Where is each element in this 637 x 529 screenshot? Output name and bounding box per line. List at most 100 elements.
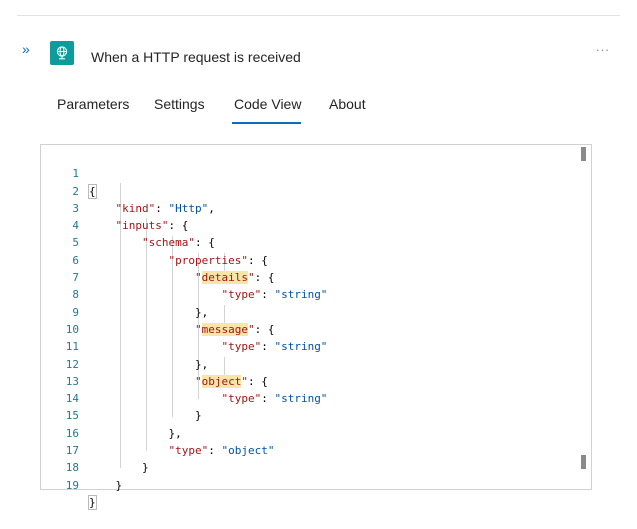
token-brace: } (194, 409, 202, 423)
top-divider (17, 15, 620, 16)
code-text: "properties": { (168, 253, 268, 267)
code-line: 1 { (41, 148, 577, 199)
code-text: "kind": "Http", (115, 201, 215, 215)
indent-guide (146, 218, 147, 451)
code-line: 8 }, (41, 269, 577, 318)
token-value: "object" (221, 444, 275, 458)
code-text: } (88, 494, 97, 511)
tab-code-view[interactable]: Code View (234, 96, 302, 112)
tab-about[interactable]: About (329, 96, 366, 112)
expand-collapse-icon[interactable]: » (22, 41, 30, 57)
token-key: "type" (221, 288, 262, 302)
code-text: { (88, 183, 97, 200)
code-line: 5 "properties": { (41, 217, 577, 266)
indent-guide (224, 305, 225, 323)
token-key-highlighted: message (201, 322, 248, 336)
token-value: "string" (274, 340, 328, 354)
globe-request-icon (56, 46, 68, 60)
token-key: "type" (168, 444, 209, 458)
code-line: 13 "type": "string" (41, 356, 577, 405)
indent-guide (120, 183, 121, 468)
code-line: 15 }, (41, 390, 577, 439)
active-tab-indicator (232, 122, 301, 124)
code-line: 9 "message": { (41, 286, 577, 336)
line-number: 7 (72, 271, 79, 285)
token-value: "string" (274, 288, 328, 302)
code-line: 7 "type": "string" (41, 252, 577, 301)
token-key: "inputs" (115, 219, 169, 233)
code-text: "type": "string" (221, 288, 328, 302)
code-text: "type": "string" (221, 392, 328, 406)
code-line: 11 }, (41, 321, 577, 370)
more-options-icon[interactable]: ... (596, 39, 610, 54)
line-number: 6 (72, 253, 79, 267)
line-number: 17 (65, 444, 79, 458)
token-brace: } (115, 478, 123, 492)
code-text: } (89, 459, 149, 476)
line-number: 15 (65, 409, 79, 423)
line-number: 9 (72, 305, 79, 319)
token-key: "type" (221, 392, 262, 406)
code-text: "schema": { (141, 236, 215, 250)
token-brace: }, (168, 426, 182, 440)
line-number: 2 (72, 184, 79, 198)
code-text: "type": "string" (221, 340, 328, 354)
code-line: 18 } (41, 442, 577, 491)
code-line: 2 "kind": "Http", (41, 165, 577, 215)
line-number: 4 (72, 219, 79, 233)
http-trigger-icon (50, 41, 74, 65)
token-key: "properties" (168, 253, 248, 267)
code-text: }, (89, 425, 182, 442)
line-number: 11 (65, 340, 79, 354)
code-text: }, (89, 356, 208, 373)
line-number: 18 (65, 461, 79, 475)
token-brace: } (141, 461, 149, 475)
code-line: 3 "inputs": { (41, 183, 577, 232)
indent-guide (198, 253, 199, 399)
trigger-title[interactable]: When a HTTP request is received (91, 49, 301, 65)
code-line: 17 } (41, 425, 577, 474)
line-number: 8 (72, 288, 79, 302)
code-text: "inputs": { (115, 219, 189, 233)
token-brace: }, (194, 305, 209, 319)
code-text: "details": { (194, 271, 275, 285)
line-number: 5 (72, 236, 79, 250)
tab-parameters[interactable]: Parameters (57, 96, 130, 112)
code-line: 6 "details": { (41, 234, 577, 285)
token-key-highlighted: details (201, 271, 248, 285)
code-text: } (89, 477, 123, 494)
token-value: "string" (274, 392, 328, 406)
line-number: 13 (65, 374, 79, 388)
indent-guide (224, 357, 225, 375)
vertical-scrollbar[interactable] (577, 146, 588, 486)
token-brace: }, (194, 357, 209, 371)
token-value: "Http" (168, 201, 209, 215)
code-line: 19 } (41, 459, 577, 510)
token-key: "kind" (115, 201, 156, 215)
code-line: 10 "type": "string" (41, 304, 577, 353)
indent-guide (224, 253, 225, 271)
indent-guide (172, 236, 173, 417)
line-number: 19 (65, 478, 79, 492)
line-number: 1 (72, 167, 79, 181)
line-number: 12 (65, 357, 79, 371)
code-text: "object": { (194, 374, 268, 388)
line-number: 14 (65, 392, 79, 406)
token-brace: { (88, 183, 97, 199)
token-key-highlighted: object (201, 374, 242, 388)
line-number: 3 (72, 201, 79, 215)
line-number: 16 (65, 426, 79, 440)
tab-settings[interactable]: Settings (154, 96, 205, 112)
line-number: 10 (65, 322, 79, 336)
code-line: 4 "schema": { (41, 200, 577, 249)
code-text: "message": { (194, 322, 275, 336)
token-key: "type" (221, 340, 262, 354)
token-brace: } (88, 494, 97, 510)
code-line: 14 } (41, 373, 577, 422)
code-lines: 1 { 2 "kind": "Http", 3 "inputs": { 4 "s… (41, 148, 577, 510)
code-line: 16 "type": "object" (41, 407, 577, 457)
code-text: "type": "object" (168, 444, 275, 458)
code-editor[interactable]: 1 { 2 "kind": "Http", 3 "inputs": { 4 "s… (40, 144, 592, 510)
scrollbar-marker-bottom (581, 455, 586, 469)
code-line: 12 "object": { (41, 338, 577, 388)
